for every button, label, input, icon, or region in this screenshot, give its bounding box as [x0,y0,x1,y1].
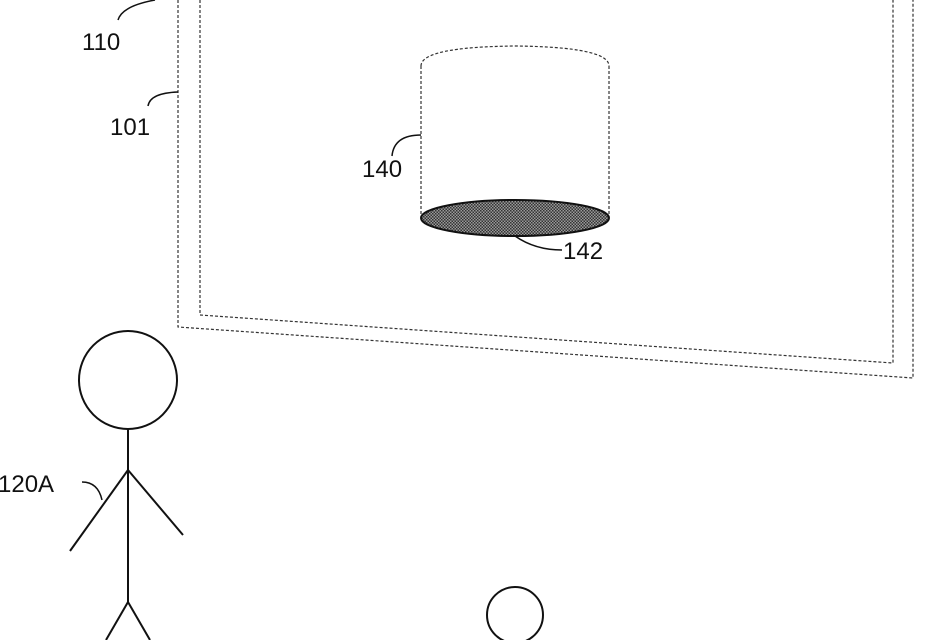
display-frame-inner [199,0,894,364]
label-101: 101 [110,114,150,141]
leader-101 [147,91,179,107]
second-user-head [486,586,544,640]
display-frame-outer [177,0,914,379]
leader-110 [117,0,156,21]
leader-140 [391,134,422,157]
label-120a: 120A [0,471,54,498]
label-110: 110 [82,29,120,56]
virtual-cylinder [420,45,610,237]
label-142: 142 [563,238,603,265]
leader-142 [514,235,563,251]
leader-120a [81,481,103,501]
label-140: 140 [362,156,402,183]
user-figure [69,330,184,640]
cylinder-base-shaded [420,199,610,237]
